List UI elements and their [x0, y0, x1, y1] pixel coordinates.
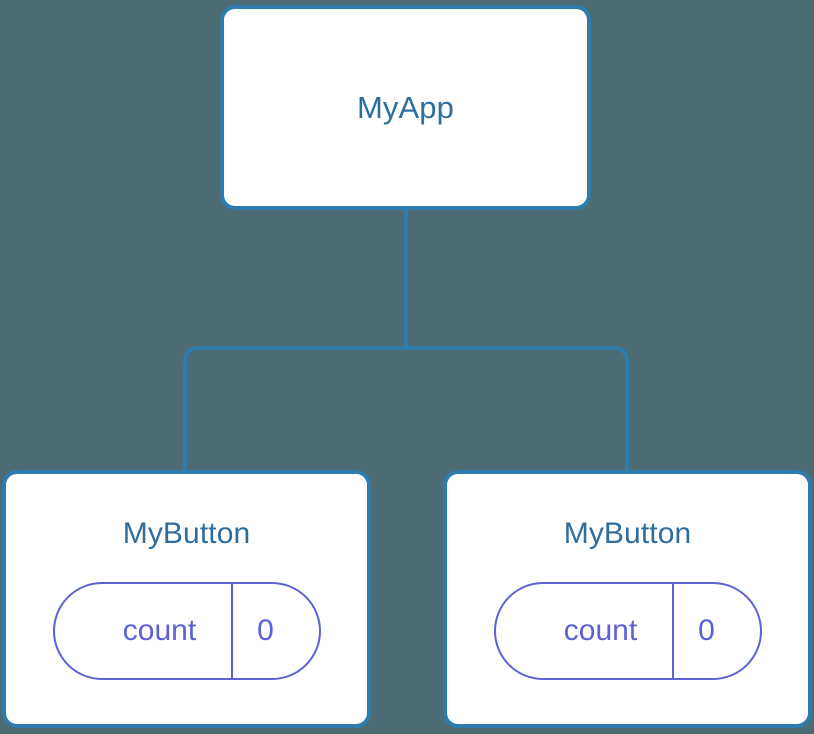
state-pill[interactable]: count 0 — [52, 582, 321, 680]
state-key-cell: count — [496, 584, 674, 678]
state-key-cell: count — [55, 584, 233, 678]
state-key-label: count — [563, 614, 638, 647]
state-value-cell: 0 — [674, 584, 760, 678]
node-mybutton-left[interactable]: MyButton count 0 — [2, 470, 371, 728]
node-title: MyApp — [357, 89, 454, 125]
node-mybutton-right[interactable]: MyButton count 0 — [443, 470, 812, 728]
state-value-cell: 0 — [233, 584, 319, 678]
edge-bus-to-left-child — [183, 346, 406, 472]
node-myapp[interactable]: MyApp — [220, 5, 591, 210]
edge-bus-to-right-child — [406, 346, 629, 472]
node-title: MyButton — [563, 517, 692, 550]
state-pill[interactable]: count 0 — [493, 582, 762, 680]
state-key-label: count — [122, 614, 197, 647]
state-value-label: 0 — [698, 614, 715, 647]
node-title: MyButton — [122, 517, 251, 550]
state-value-label: 0 — [257, 614, 274, 647]
